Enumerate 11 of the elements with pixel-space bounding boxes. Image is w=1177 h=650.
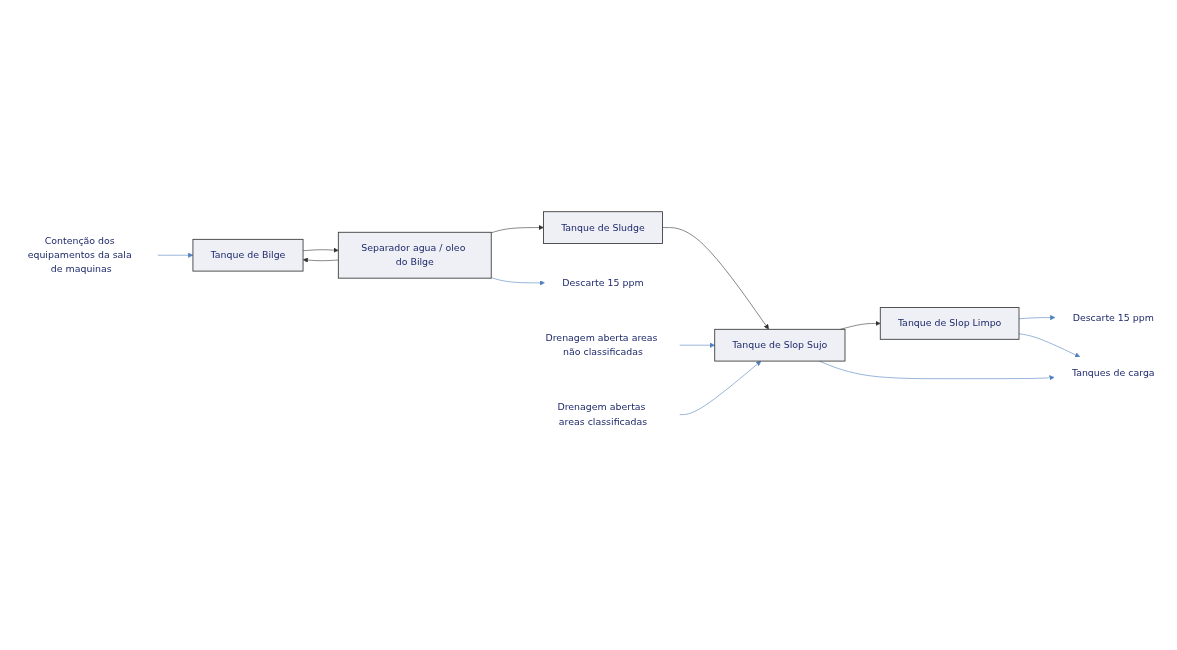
node-text: Descarte 15 ppm — [562, 277, 644, 289]
node-box: Separador agua / oleo do Bilge — [337, 232, 492, 279]
node-box: Tanque de Slop Limpo — [879, 307, 1020, 341]
node-text: Contenção dos equipamentos da sala de maquinas — [27, 235, 132, 275]
node-box: Tanque de Sludge — [543, 211, 663, 245]
node-text: Descarte 15 ppm — [1072, 312, 1154, 324]
node-box: Tanque de Slop Sujo — [714, 329, 846, 362]
node-text: Drenagem aberta areas não classificadas — [545, 332, 658, 358]
node-text: Drenagem abertas areas classificadas — [557, 402, 648, 428]
node-box: Tanque de Bilge — [192, 239, 304, 272]
node-text: Tanques de carga — [1071, 367, 1155, 379]
